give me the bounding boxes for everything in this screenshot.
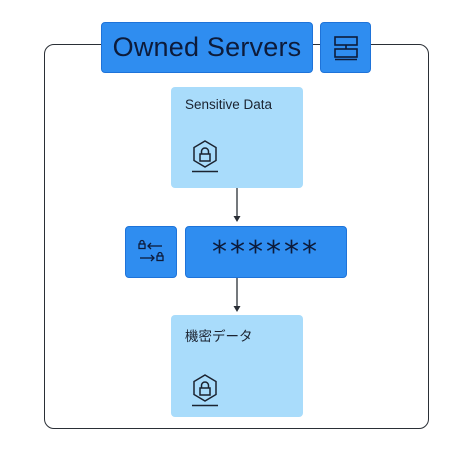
sensitive-data-label: Sensitive Data <box>185 97 273 112</box>
arrow-source-to-mask <box>233 188 241 222</box>
lock-shield-icon <box>192 140 218 173</box>
masked-value-bar: ****** <box>185 226 347 278</box>
masked-value: ****** <box>212 234 320 270</box>
arrow-mask-to-result <box>233 278 241 312</box>
masked-data-card: 機密データ <box>171 315 303 417</box>
lock-shield-icon <box>192 374 218 407</box>
lock-swap-icon <box>138 239 164 262</box>
sensitive-data-card: Sensitive Data <box>171 87 303 188</box>
masked-data-label: 機密データ <box>185 329 253 344</box>
server-icon-chip <box>320 22 371 73</box>
owned-servers-title: Owned Servers <box>112 32 302 62</box>
server-icon <box>333 35 358 60</box>
lock-swap-chip <box>125 226 177 278</box>
owned-servers-title-chip: Owned Servers <box>101 22 313 73</box>
